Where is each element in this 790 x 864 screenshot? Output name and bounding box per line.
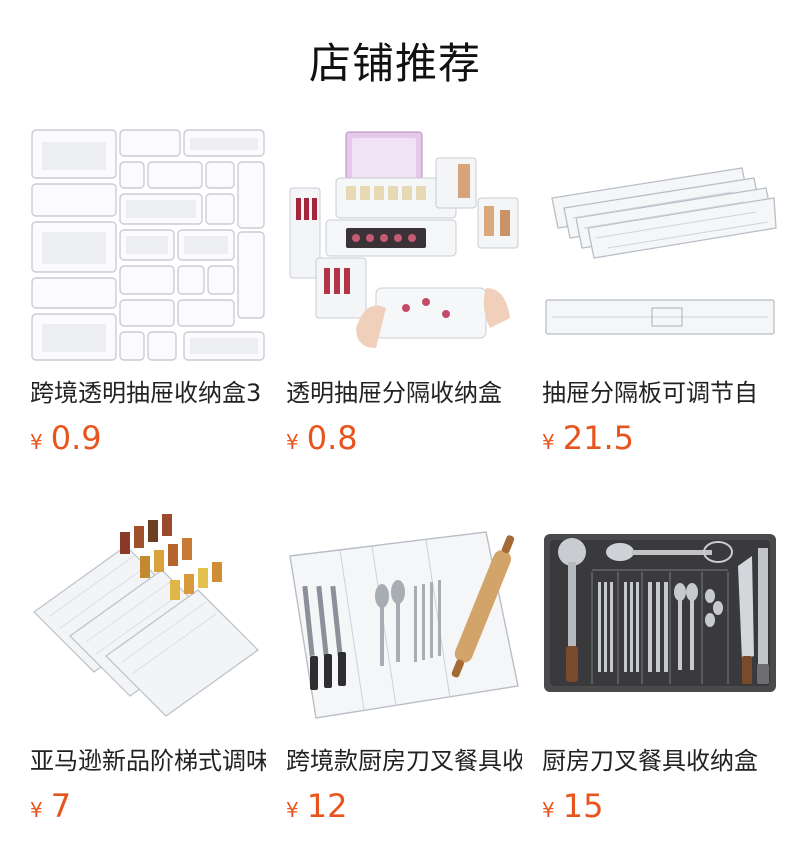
currency-symbol: ¥ (30, 430, 43, 454)
product-name[interactable]: 跨境透明抽屉收纳盒3 (30, 379, 262, 407)
product-card[interactable]: 亚马逊新品阶梯式调味 ¥7 (30, 496, 266, 836)
product-price: ¥21.5 (542, 414, 634, 462)
black-cutlery-tray-image (544, 534, 776, 692)
product-name[interactable]: 透明抽屉分隔收纳盒 (286, 379, 502, 407)
page-title: 店铺推荐 (308, 39, 481, 88)
price-amount: 12 (306, 787, 348, 825)
currency-symbol: ¥ (30, 798, 43, 822)
product-image-adjustable-drawer-dividers[interactable] (542, 128, 778, 364)
product-price: ¥0.8 (286, 414, 358, 462)
price-amount: 0.8 (306, 419, 358, 457)
currency-symbol: ¥ (286, 798, 299, 822)
product-grid: 跨境透明抽屉收纳盒3 ¥0.9 (30, 128, 790, 848)
product-price: ¥7 (30, 782, 71, 830)
price-amount: 15 (562, 787, 604, 825)
product-price: ¥15 (542, 782, 603, 830)
product-card[interactable]: 透明抽屉分隔收纳盒 ¥0.8 (286, 128, 522, 468)
product-name[interactable]: 亚马逊新品阶梯式调味 (30, 747, 266, 775)
currency-symbol: ¥ (286, 430, 299, 454)
product-card[interactable]: 厨房刀叉餐具收纳盒 ¥15 (542, 496, 778, 836)
product-card[interactable]: 跨境款厨房刀叉餐具收 ¥12 (286, 496, 522, 836)
spice-rack-image (32, 514, 260, 717)
price-amount: 0.9 (50, 419, 102, 457)
price-amount: 7 (50, 787, 72, 825)
drawer-divider-image (545, 167, 777, 335)
product-image-tiered-spice-rack-insert[interactable] (30, 496, 266, 732)
product-card[interactable]: 抽屉分隔板可调节自 ¥21.5 (542, 128, 778, 468)
product-image-retractable-storage-box-makeup[interactable] (286, 128, 522, 364)
currency-symbol: ¥ (542, 798, 555, 822)
product-image-black-expandable-cutlery-tray[interactable] (542, 496, 778, 732)
product-name[interactable]: 跨境款厨房刀叉餐具收 (286, 747, 522, 775)
clear-cutlery-tray-image (289, 531, 519, 719)
product-image-clear-expandable-cutlery-tray[interactable] (286, 496, 522, 732)
product-price: ¥12 (286, 782, 347, 830)
currency-symbol: ¥ (542, 430, 555, 454)
storage-box-image (289, 131, 519, 348)
product-price: ¥0.9 (30, 414, 102, 462)
product-name[interactable]: 抽屉分隔板可调节自 (542, 379, 758, 407)
price-amount: 21.5 (562, 419, 634, 457)
product-card[interactable]: 跨境透明抽屉收纳盒3 ¥0.9 (30, 128, 266, 468)
drawer-organizer-image (31, 129, 265, 361)
product-image-clear-drawer-organizer-set[interactable] (30, 128, 266, 364)
product-name[interactable]: 厨房刀叉餐具收纳盒 (542, 747, 758, 775)
